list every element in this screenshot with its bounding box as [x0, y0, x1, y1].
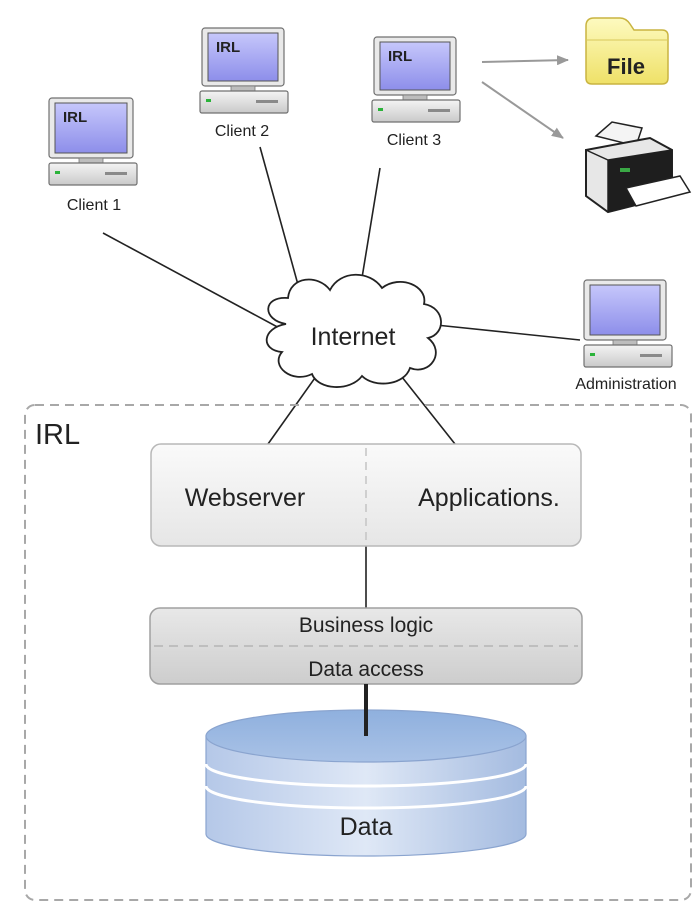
administration-screen	[589, 284, 661, 336]
client-1-computer: IRL	[48, 97, 138, 186]
administration-label: Administration	[575, 376, 676, 393]
link-internet-applications	[397, 371, 456, 445]
client-1-label: Client 1	[67, 197, 121, 214]
arrow-to-file	[481, 55, 569, 66]
client-2-label: Client 2	[215, 123, 269, 140]
client-2-case	[199, 90, 289, 114]
client-1-case	[48, 162, 138, 186]
internet-label: Internet	[311, 323, 396, 351]
client-2-computer: IRL	[199, 27, 289, 114]
client-1-screen-text: IRL	[63, 109, 87, 126]
client-3-label: Client 3	[387, 132, 441, 149]
arrow-to-printer	[481, 81, 564, 139]
link-client3-internet	[359, 167, 381, 291]
client-3-case	[371, 99, 461, 123]
client-3-screen	[379, 41, 451, 91]
applications-label: Applications.	[418, 484, 560, 512]
client-1-screen	[54, 102, 128, 154]
client-3-screen-text: IRL	[388, 48, 412, 65]
client-3-computer: IRL	[371, 36, 461, 123]
client-2-screen-text: IRL	[216, 39, 240, 56]
client-2-screen	[207, 32, 279, 82]
webserver-label: Webserver	[185, 484, 305, 512]
link-admin-internet	[435, 324, 581, 341]
administration-computer	[583, 279, 673, 368]
link-client1-internet	[102, 232, 284, 331]
data-access-label: Data access	[308, 658, 424, 681]
link-client2-internet	[259, 146, 301, 293]
administration-case	[583, 344, 673, 368]
file-label: File	[607, 54, 645, 79]
printer-icon	[585, 121, 692, 214]
internet-cloud	[265, 273, 442, 388]
data-label: Data	[340, 813, 393, 841]
output-arrows	[481, 55, 569, 139]
file-folder-icon	[585, 17, 669, 85]
irl-system-boundary	[24, 404, 692, 901]
business-logic-label: Business logic	[299, 614, 433, 637]
irl-system-label: IRL	[35, 419, 80, 451]
